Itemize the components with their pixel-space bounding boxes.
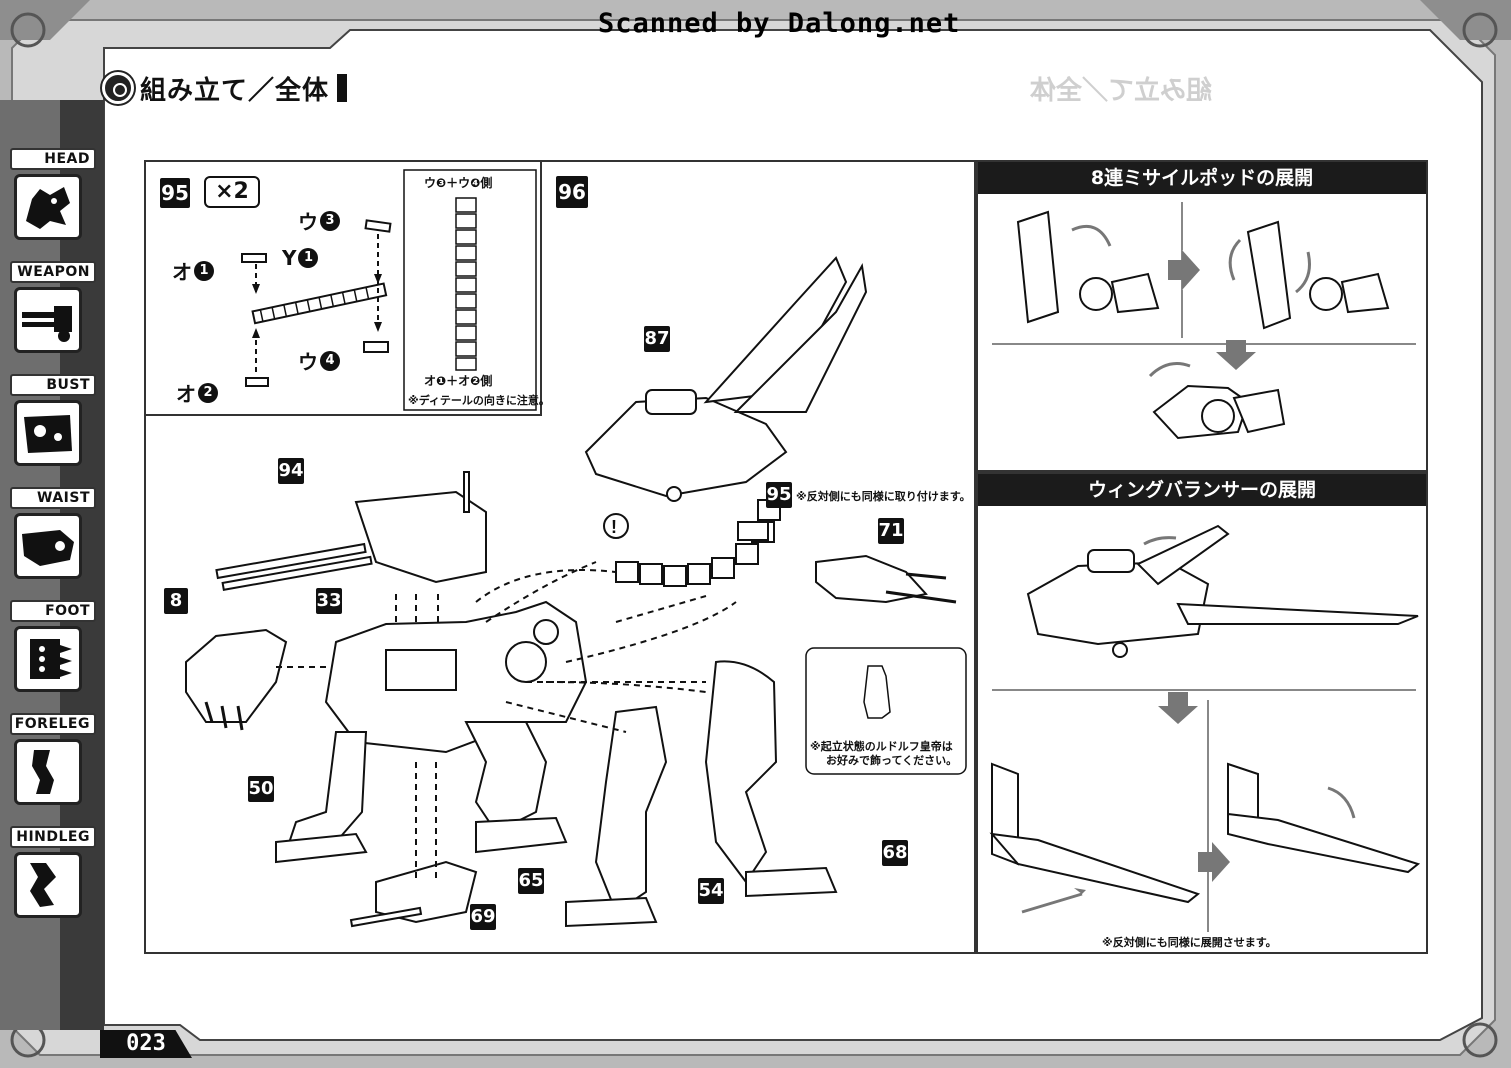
note-95-both-sides: ※反対側にも同様に取り付けます。 <box>796 490 971 503</box>
callout-65: 65 <box>518 868 544 894</box>
page-title-bar: 組み立て／全体 <box>102 70 348 106</box>
hindleg-icon <box>14 852 82 918</box>
wing-balancer-panel: ウィングバランサーの展開 ※反対側にも同様に展開させます。 <box>976 472 1428 954</box>
inset-top-label: ウ❸＋ウ❹側 <box>424 176 493 190</box>
sidebar-item-hindleg[interactable]: HINDLEG <box>6 826 96 926</box>
step-95-badge: 95 <box>160 178 190 208</box>
callout-87: 87 <box>644 326 670 352</box>
wolf-head-icon <box>14 174 82 240</box>
callout-33: 33 <box>316 588 342 614</box>
bleed-through-title: 組み立て／全体 <box>1030 76 1213 106</box>
cannon-icon <box>14 287 82 353</box>
sidebar-item-label: FOOT <box>10 600 96 622</box>
sidebar-item-label: HINDLEG <box>10 826 96 848</box>
figure-note-line2: お好みで飾ってください。 <box>826 754 958 767</box>
claw-foot-icon <box>14 626 82 692</box>
wing-balancer-illustration <box>989 524 1421 932</box>
sidebar-item-label: BUST <box>10 374 96 396</box>
sidebar-item-bust[interactable]: BUST <box>6 374 96 474</box>
sidebar-item-label: WAIST <box>10 487 96 509</box>
sidebar-item-label: WEAPON <box>10 261 96 283</box>
quantity-badge: ×2 <box>204 176 260 208</box>
figure-note-line1: ※起立状態のルドルフ皇帝は <box>810 740 953 753</box>
gear-icon <box>102 72 134 104</box>
callout-8: 8 <box>164 588 188 614</box>
wing-balancer-header: ウィングバランサーの展開 <box>978 474 1426 506</box>
sidebar-item-weapon[interactable]: WEAPON <box>6 261 96 361</box>
inset-bottom-label: オ❶＋オ❷側 <box>424 374 493 388</box>
sidebar-item-head[interactable]: HEAD <box>6 148 96 248</box>
callout-68: 68 <box>882 840 908 866</box>
sidebar-item-foreleg[interactable]: FORELEG <box>6 713 96 813</box>
waist-icon <box>14 513 82 579</box>
sidebar-item-label: FORELEG <box>10 713 96 735</box>
callout-94: 94 <box>278 458 304 484</box>
callout-50: 50 <box>248 776 274 802</box>
torso-icon <box>14 400 82 466</box>
step-96-badge: 96 <box>556 176 588 208</box>
sidebar-item-label: HEAD <box>10 148 96 170</box>
sidebar-item-waist[interactable]: WAIST <box>6 487 96 587</box>
page-number: 023 <box>100 1030 192 1058</box>
title-tab-mark <box>337 74 348 102</box>
inset-note: ※ディテールの向きに注意。 <box>408 394 550 407</box>
step-96-illustration: ! <box>185 256 967 928</box>
missile-pod-illustration <box>992 202 1416 440</box>
missile-pod-panel: 8連ミサイルポッドの展開 <box>976 160 1428 472</box>
svg-text:!: ! <box>611 517 617 537</box>
wing-note: ※反対側にも同様に展開させます。 <box>1102 936 1277 949</box>
callout-95: 95 <box>766 482 792 508</box>
sidebar-item-foot[interactable]: FOOT <box>6 600 96 700</box>
foreleg-icon <box>14 739 82 805</box>
step-96-panel: 96 <box>144 160 976 954</box>
callout-71: 71 <box>878 518 904 544</box>
callout-54: 54 <box>698 878 724 904</box>
scanner-watermark: Scanned by Dalong.net <box>598 8 961 39</box>
step-95-illustration <box>241 169 537 411</box>
missile-pod-header: 8連ミサイルポッドの展開 <box>978 162 1426 194</box>
page-title: 組み立て／全体 <box>140 75 330 106</box>
callout-69: 69 <box>470 904 496 930</box>
